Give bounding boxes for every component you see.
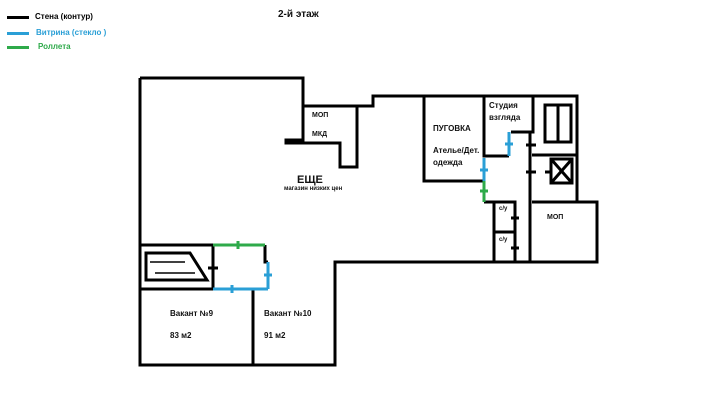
legend-roller: Роллета	[38, 42, 71, 51]
room-label: МОП	[547, 214, 564, 221]
room-label: Вакант №10	[264, 309, 312, 318]
page-title: 2-й этаж	[278, 9, 319, 20]
room-label: взгляда	[489, 113, 521, 122]
legend-glass: Витрина (стекло )	[36, 28, 107, 37]
legend-roller-swatch	[7, 46, 29, 49]
legend-wall: Стена (контур)	[35, 12, 93, 21]
room-label: МКД	[312, 131, 328, 138]
room-label: Студия	[489, 101, 518, 110]
room-area: 83 м2	[170, 331, 192, 340]
walls	[138, 76, 599, 367]
legend-glass-swatch	[7, 32, 29, 35]
roller-shutter-lines	[213, 181, 488, 249]
room-label: с/у	[499, 237, 508, 243]
room-sublabel: одежда	[433, 158, 463, 167]
room-area: 91 м2	[264, 331, 286, 340]
room-label: ПУГОВКА	[433, 124, 471, 133]
legend-wall-swatch	[7, 16, 29, 19]
room-label: МОП	[312, 112, 329, 119]
room-sublabel: Ателье/Дет.	[433, 146, 480, 155]
room-label: ЕЩЕ	[297, 174, 323, 186]
glass-showcase-lines	[213, 132, 513, 293]
room-label: с/у	[499, 206, 508, 212]
room-sublabel: магазин низких цен	[284, 186, 343, 192]
room-label: Вакант №9	[170, 309, 214, 318]
